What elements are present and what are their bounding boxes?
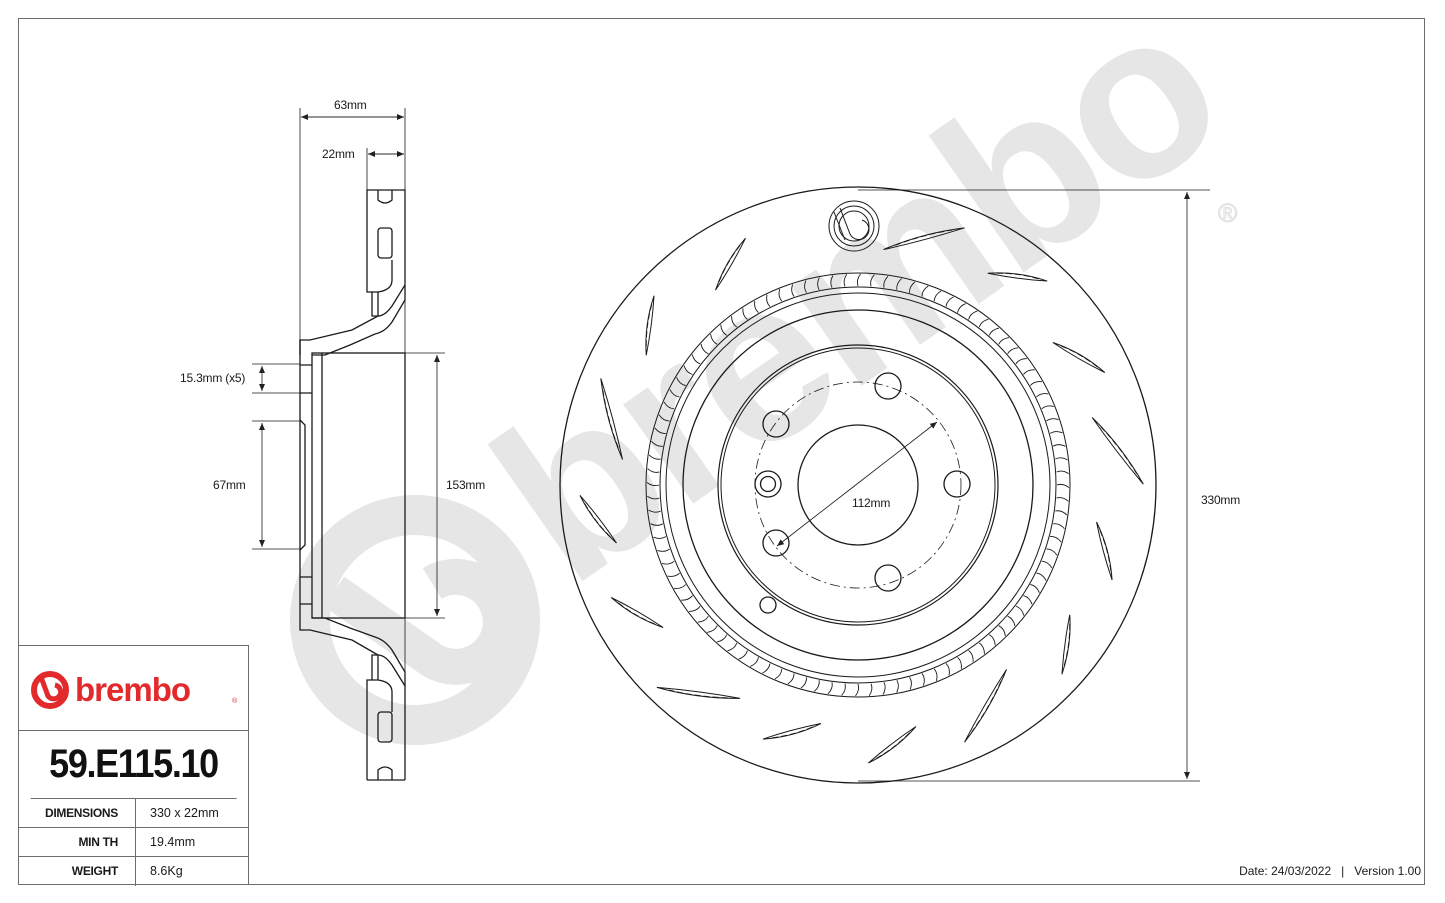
svg-text:brembo: brembo (451, 0, 1260, 630)
brand-wordmark: brembo (75, 671, 190, 708)
front-view-disc (559, 186, 1210, 784)
dim-thickness: 22mm (322, 147, 355, 161)
footer-date: Date: 24/03/2022 (1239, 864, 1332, 878)
part-number: 59.E115.10 (30, 731, 237, 799)
side-profile (252, 108, 445, 781)
slots (579, 227, 1144, 764)
spec-value: 330 x 22mm (150, 806, 219, 820)
watermark: brembo ® (290, 0, 1260, 745)
registered-mark: ® (232, 697, 238, 705)
dim-overall-height: 63mm (334, 98, 367, 112)
footer: Date: 24/03/2022 | Version 1.00 (1239, 864, 1421, 878)
footer-version: Version 1.00 (1354, 864, 1421, 878)
spec-label: MIN TH (19, 828, 136, 856)
dim-bolt-hole: 15.3mm (x5) (180, 371, 246, 385)
info-table: brembo ® 59.E115.10 DIMENSIONS 330 x 22m… (18, 645, 249, 886)
brembo-logo: brembo ® (31, 671, 238, 709)
footer-separator: | (1341, 864, 1345, 878)
svg-text:®: ® (1218, 198, 1237, 228)
spec-row-min-th: MIN TH 19.4mm (19, 828, 248, 857)
spec-row-weight: WEIGHT 8.6Kg (19, 857, 248, 886)
dim-center-bore: 67mm (213, 478, 246, 492)
brand-logo-cell: brembo ® (19, 646, 248, 731)
spec-label: DIMENSIONS (19, 799, 136, 827)
spec-label: WEIGHT (19, 857, 136, 886)
disc-brembo-logo (828, 200, 880, 252)
drawing-frame (18, 18, 1425, 885)
dim-hat-diameter: 153mm (446, 478, 486, 492)
spec-row-dimensions: DIMENSIONS 330 x 22mm (19, 799, 248, 828)
vane-ticks (646, 273, 1070, 697)
spec-value: 19.4mm (150, 835, 196, 849)
spec-value: 8.6Kg (150, 864, 183, 878)
dim-outer-diameter: 330mm (1201, 493, 1241, 507)
dim-pcd: 112mm (852, 496, 891, 510)
